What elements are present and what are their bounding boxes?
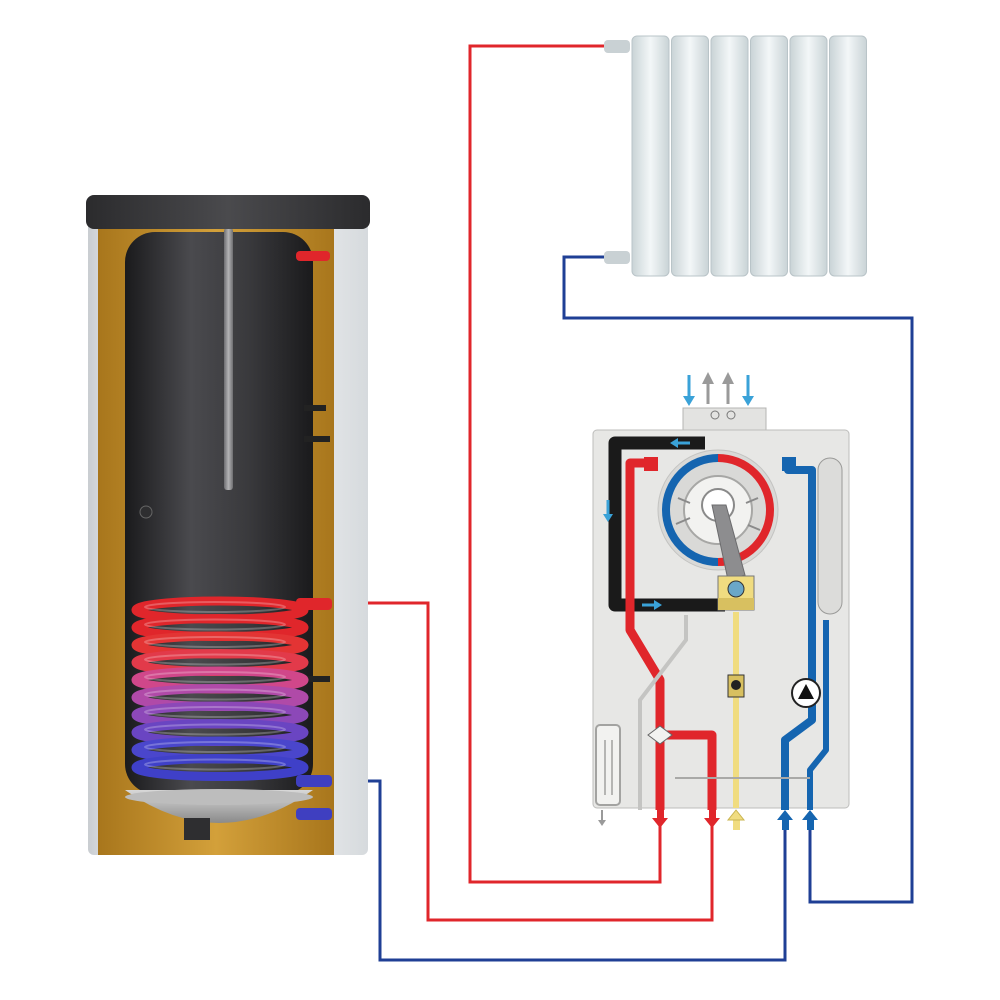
coil-inlet-stub [296,598,332,610]
boiler [592,372,850,830]
internal-flow-pipe [625,458,665,810]
hot-water-outlet [296,251,330,261]
burner [711,504,746,581]
expansion-vessel [817,457,843,615]
hot-water-cylinder [86,195,370,855]
anode-rod [224,228,233,490]
cylinder-drain [184,818,210,840]
radiator-valve-top [604,40,630,53]
cold-inlet-stub [296,808,332,820]
cylinder-lid [86,195,370,229]
radiator-section [710,35,749,277]
connection-arrow-cylinder-return [777,810,793,830]
exchanger-cold-arc [662,454,719,511]
exchanger-hot-arc [717,454,774,511]
pipe-flow-to-radiator [468,44,662,884]
radiator-section [671,35,709,277]
connection-arrow-gas [726,809,746,830]
exhaust-arrow-2 [722,372,734,404]
coil-outlet-stub [296,775,332,787]
condensate-line [638,615,688,810]
flue-arrow-in [670,438,690,448]
coil-turn [131,754,309,781]
flue-arrow-down [603,500,613,522]
radiator-section [750,35,788,277]
connection-arrow-heating-return [802,810,818,830]
pipe-return-from-radiator [562,255,914,904]
flue-duct [608,436,725,612]
flue-arrow-out [642,600,662,610]
connection-arrow-heating-flow [652,810,668,828]
sensor-pocket [139,505,153,519]
radiator-section [829,35,867,277]
radiator-valve-bottom [604,251,630,264]
exhaust-arrow-1 [702,372,714,404]
pipe-flow-to-coil [332,601,714,922]
connection-arrow-cylinder-flow [704,810,720,828]
radiator-section [789,35,828,277]
diverter-valve [647,725,673,745]
condensate-drain-arrow [598,810,606,826]
air-inlet-arrow-right [742,375,754,406]
radiator [604,35,867,277]
condensate-trap [595,724,621,806]
radiator-section [631,35,670,277]
air-inlet-arrow-left [683,375,695,406]
